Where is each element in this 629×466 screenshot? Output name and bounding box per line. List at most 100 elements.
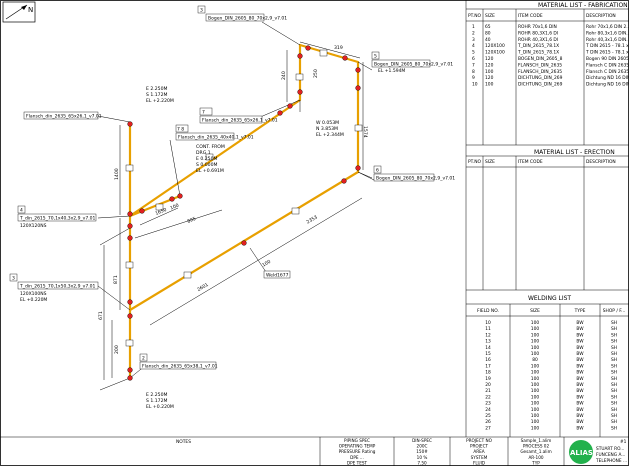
- segment-marker: [125, 164, 134, 172]
- segment-markers: [125, 49, 363, 347]
- table-header: ITEM CODE: [518, 13, 543, 19]
- table-cell: 100: [531, 320, 540, 326]
- title-field-label: PRESSURE Rating: [339, 449, 376, 454]
- table-cell: SH: [611, 326, 617, 332]
- table-cell: 100: [531, 376, 540, 382]
- table-cell: 23: [485, 401, 491, 407]
- coord-text: CONT. FROM: [196, 144, 225, 150]
- coord-text: S 1.172M: [146, 92, 168, 98]
- weld-point: [355, 85, 361, 91]
- table-header: FIELD NO.: [477, 308, 499, 314]
- tag-num: 2: [142, 356, 145, 362]
- table-cell: BW: [576, 326, 584, 332]
- tag-num-box: [17, 205, 26, 214]
- dim-line: [299, 41, 361, 59]
- component-tags: Bogen_DIN_2605_80_70x2,9_v7.01 3 Bogen_D…: [9, 5, 455, 370]
- tag-num-box: [139, 353, 148, 362]
- title-field-value: Sample_1.alim: [521, 438, 552, 443]
- table-cell: BW: [576, 388, 584, 394]
- fabrication-title: MATERIAL LIST - FABRICATION: [538, 2, 628, 9]
- dim-label: 871: [113, 275, 119, 284]
- alias-logo-text: ALIAS: [570, 449, 593, 457]
- table-cell: 100: [531, 345, 540, 351]
- table-cell: SH: [611, 413, 617, 419]
- table-cell: BW: [576, 413, 584, 419]
- weld-point: [341, 178, 347, 184]
- north-arrow: N: [2, 1, 36, 23]
- leader: [357, 171, 373, 179]
- weld-point: [241, 240, 247, 246]
- tag-text: T_din_2615_70,1x50,3x2,9_v7.01: [19, 284, 96, 290]
- leader: [169, 139, 181, 197]
- table-cell: 100: [531, 401, 540, 407]
- table-cell: 120: [485, 56, 494, 62]
- table-cell: 100: [531, 351, 540, 357]
- table-cell: BW: [576, 357, 584, 363]
- tag-text: Flansch_din_2635_65x26,1_v7.01: [202, 118, 278, 124]
- weld-point: [297, 89, 303, 95]
- leader: [249, 247, 267, 273]
- segment-marker: [125, 339, 134, 347]
- company-line: FUNCENG A...: [596, 452, 625, 458]
- table-cell: 100: [531, 407, 540, 413]
- tag-box: [373, 173, 435, 182]
- dim-label: 250: [313, 69, 319, 78]
- table-cell: FLANSCH_DIN_2635: [518, 62, 562, 68]
- tag-text: Flansch_din_2635_40x40,1_v7.01: [178, 135, 254, 141]
- table-cell: BW: [576, 407, 584, 413]
- table-cell: BW: [576, 339, 584, 345]
- table-header: TYPE: [574, 308, 586, 314]
- table-cell: SH: [611, 363, 617, 369]
- table-cell: 3: [472, 37, 475, 43]
- table-cell: BW: [576, 370, 584, 376]
- table-cell: SH: [611, 425, 617, 431]
- tag-num: 7 8: [177, 127, 184, 133]
- weld-point: [297, 53, 303, 59]
- dim-line: [99, 377, 131, 391]
- table-cell: 8: [472, 69, 475, 75]
- table-cell: SH: [611, 394, 617, 400]
- weld-point: [355, 67, 361, 73]
- table-header: SIZE: [485, 13, 495, 19]
- table-cell: BW: [576, 376, 584, 382]
- coord-text: EL +0.220M: [146, 404, 174, 410]
- weld-point: [127, 313, 133, 319]
- table-cell: BW: [576, 425, 584, 431]
- table-cell: 100: [531, 425, 540, 431]
- table-cell: 4: [472, 43, 475, 49]
- table-cell: Rohr 40,3x1,6 DIN...: [586, 37, 629, 43]
- coordinate-callouts: E 2.250M S 1.172M EL +2.220M CONT. FROM …: [146, 86, 344, 410]
- table-cell: ROHR 40,3X1,6 DI: [518, 37, 558, 43]
- table-cell: 80: [532, 357, 538, 363]
- table-cell: 6: [472, 56, 475, 62]
- company-line: TELEPHONE ...: [595, 458, 627, 464]
- table-cell: SH: [611, 320, 617, 326]
- segment-marker: [125, 261, 134, 269]
- table-cell: Bogen 90 DIN 2605...: [586, 56, 629, 62]
- weld-point: [127, 375, 133, 381]
- table-cell: SH: [611, 351, 617, 357]
- dim-label: 895: [186, 216, 196, 225]
- dim-label: 1574: [362, 126, 368, 138]
- leader: [97, 285, 131, 311]
- segment-marker: [291, 207, 300, 215]
- welding-title: WELDING LIST: [528, 295, 571, 302]
- table-cell: 100: [485, 82, 494, 88]
- dim-label: 319: [334, 45, 343, 51]
- dim-label: 1650: [154, 207, 167, 217]
- title-field-label: PROJECT NO: [466, 438, 493, 443]
- dim-label: 1400: [114, 168, 120, 180]
- table-header: ITEM CODE: [518, 159, 543, 165]
- segment-marker: [205, 153, 214, 161]
- title-field-label: PIPING SPEC: [344, 438, 370, 443]
- table-cell: 2: [472, 30, 475, 36]
- weld-point: [342, 55, 348, 61]
- dim-label: 100: [261, 259, 272, 269]
- company-logo: ALIAS: [569, 440, 593, 464]
- table-header: DESCRIPTION: [586, 13, 616, 19]
- tag-size: 120X120NS: [20, 223, 47, 229]
- coord-text: DRG 1: [196, 150, 211, 156]
- title-field-label: OPERATING TEMP: [339, 444, 376, 449]
